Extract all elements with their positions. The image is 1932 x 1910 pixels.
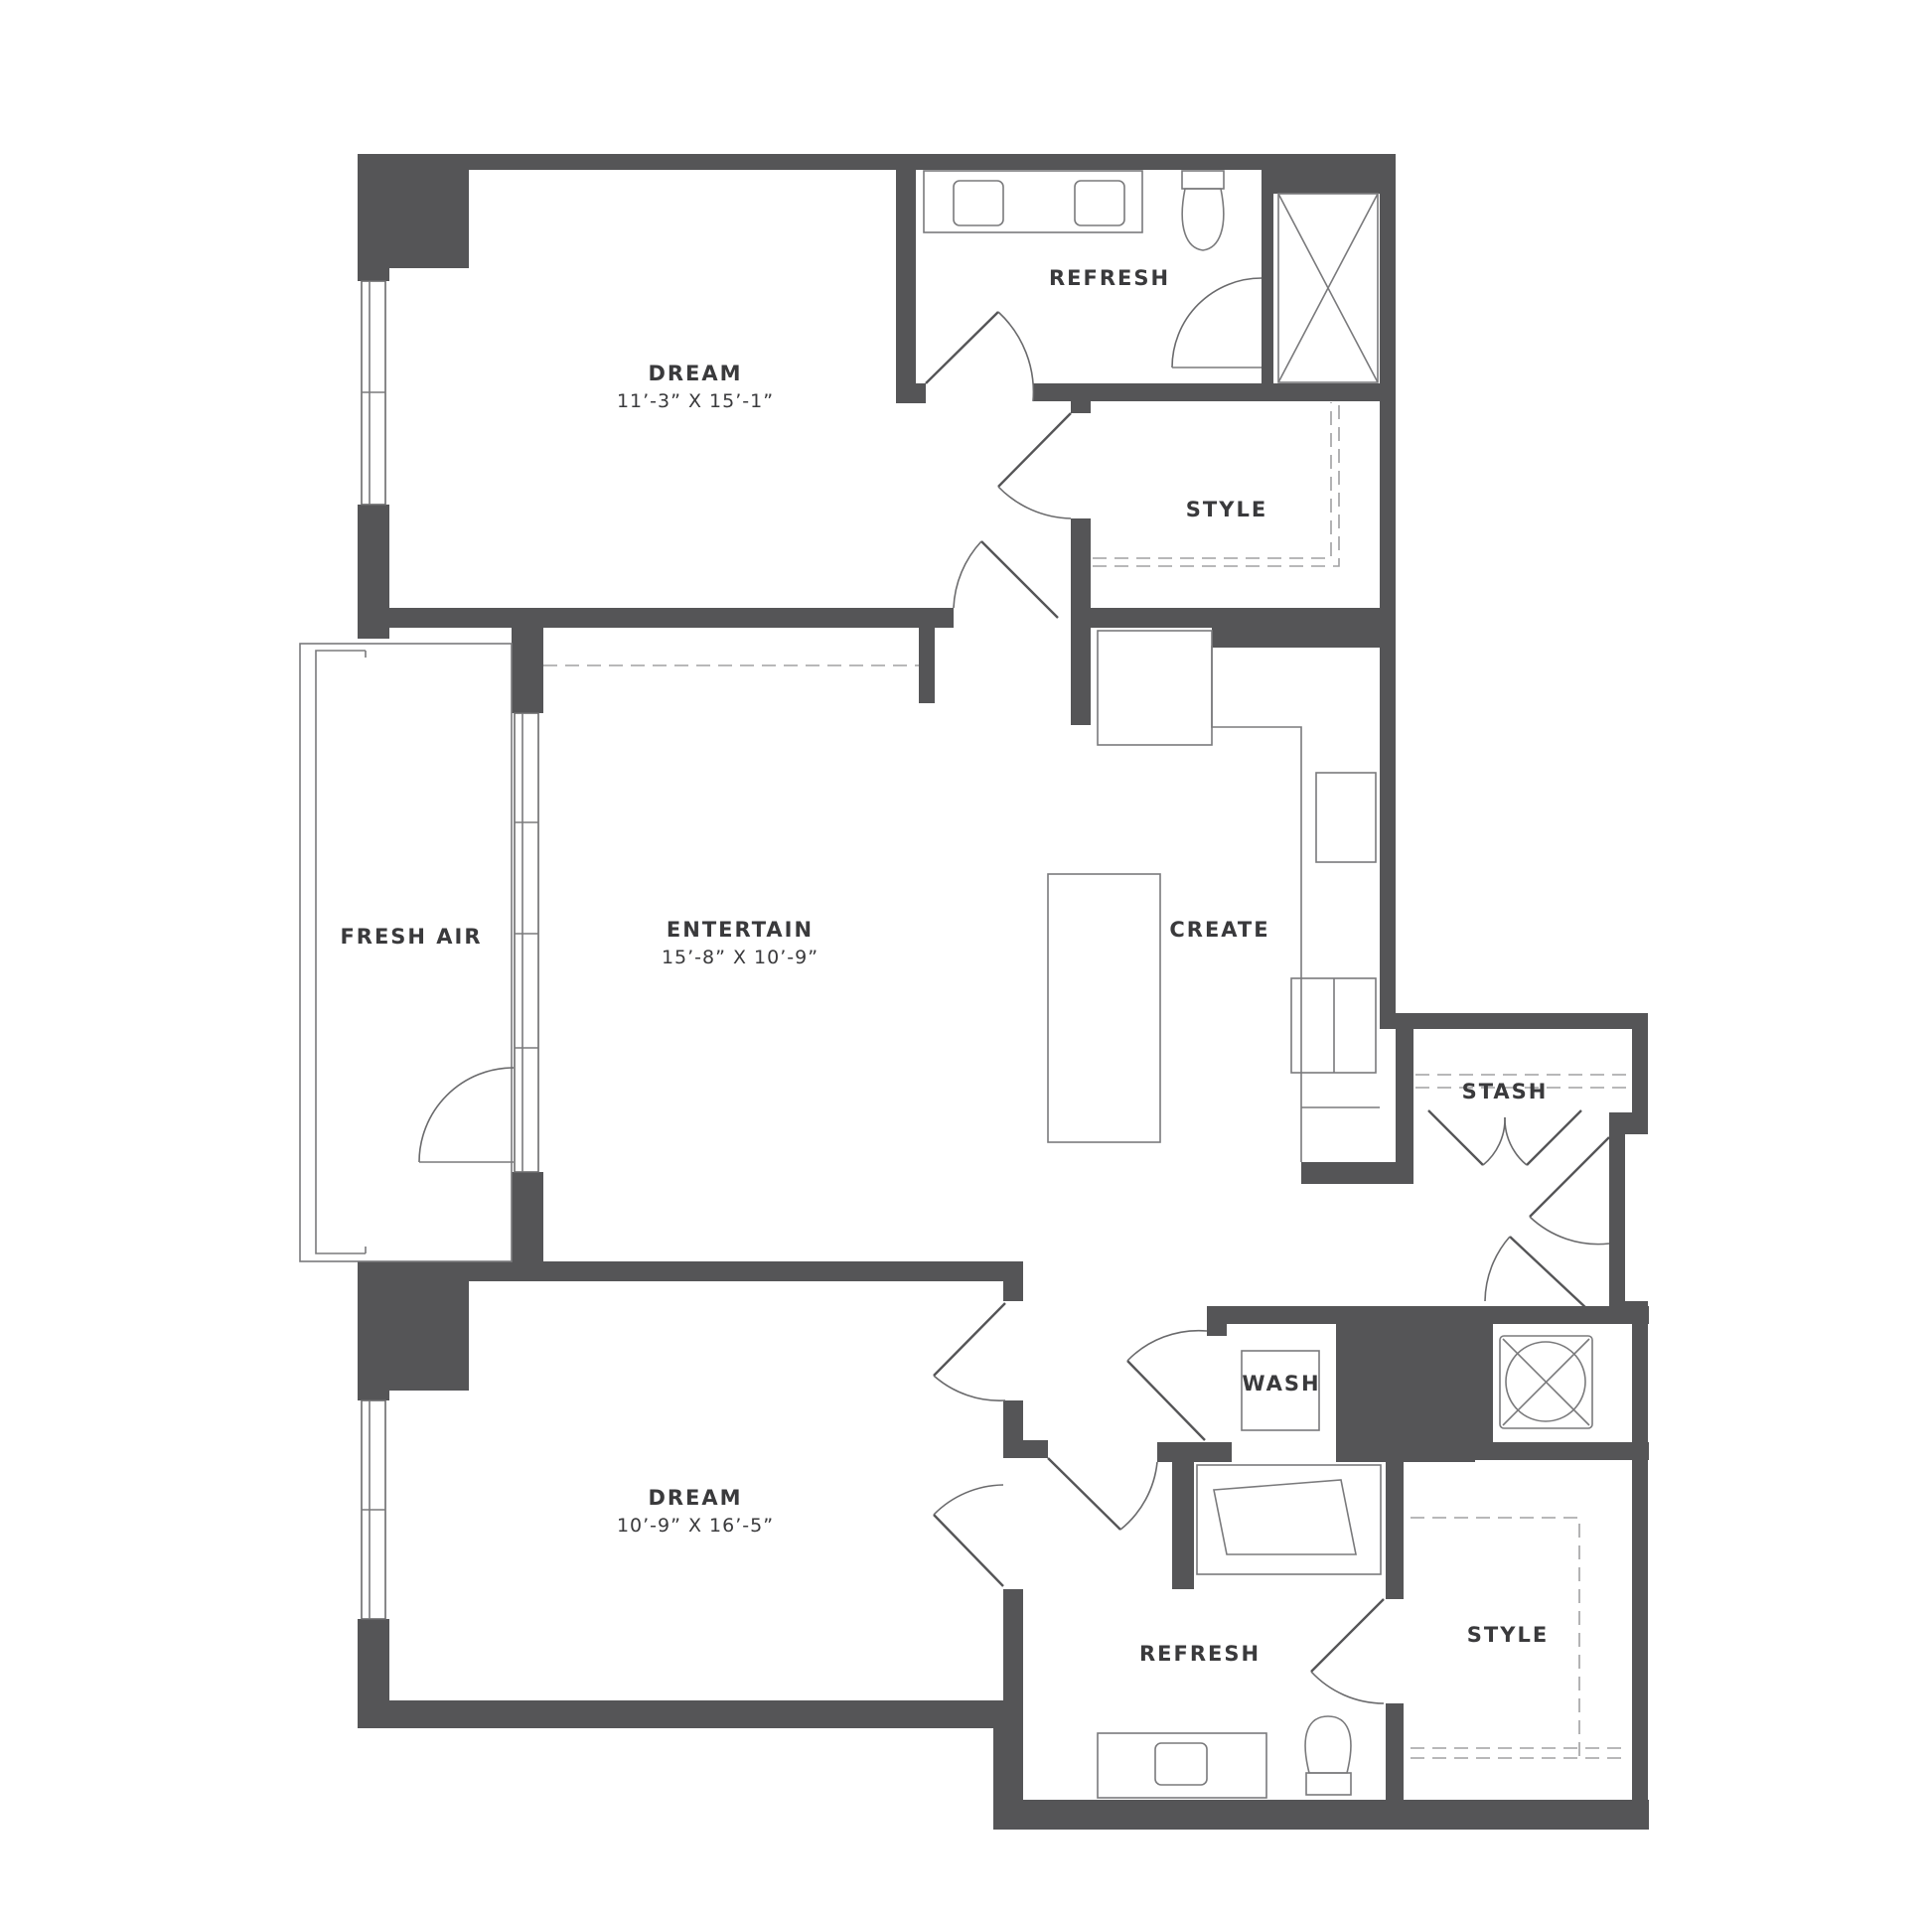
dims-entertain: 15’-8” X 10’-9” [662, 947, 818, 968]
label-create: CREATE [1169, 918, 1269, 942]
dims-dream-top: 11’-3” X 15’-1” [617, 390, 774, 412]
label-refresh-top: REFRESH [1049, 266, 1170, 290]
label-fresh-air: FRESH AIR [340, 925, 482, 949]
windows [361, 280, 539, 1620]
doors [418, 277, 1610, 1704]
label-wash: WASH [1242, 1372, 1320, 1396]
label-dream-bottom: DREAM [648, 1486, 742, 1510]
fixtures [543, 170, 1629, 1799]
label-style-top: STYLE [1186, 498, 1267, 521]
label-style-bottom: STYLE [1467, 1623, 1549, 1647]
label-refresh-bottom: REFRESH [1139, 1642, 1261, 1666]
label-entertain: ENTERTAIN [667, 918, 814, 942]
label-stash: STASH [1462, 1080, 1549, 1103]
balcony [299, 643, 513, 1262]
room-labels: DREAM 11’-3” X 15’-1” REFRESH STYLE FRES… [340, 266, 1549, 1666]
walls [358, 154, 1649, 1830]
dims-dream-bottom: 10’-9” X 16’-5” [617, 1515, 774, 1537]
label-dream-top: DREAM [648, 362, 742, 385]
